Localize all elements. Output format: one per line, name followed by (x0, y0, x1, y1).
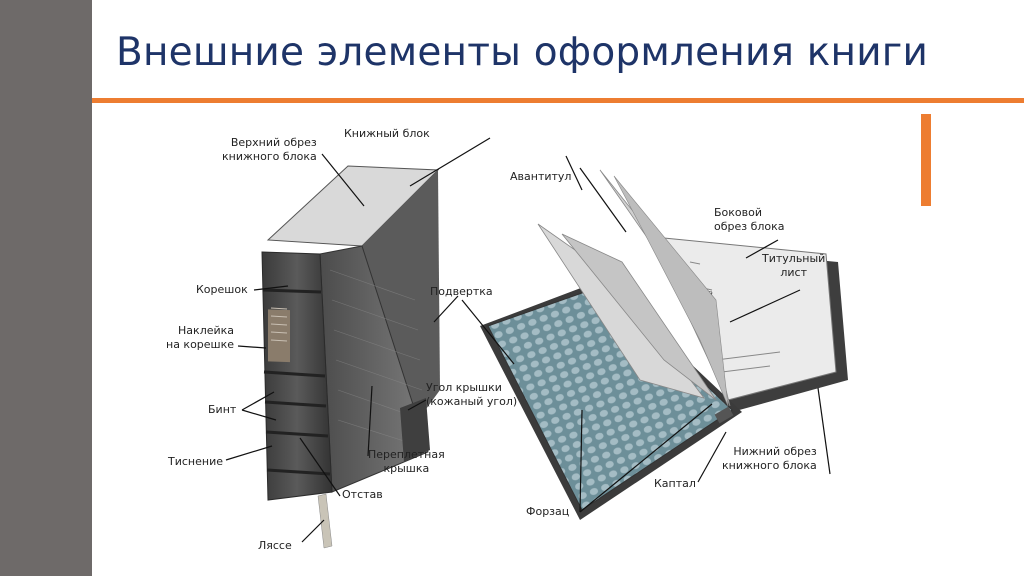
label-book-block: Книжный блок (344, 127, 430, 140)
standing-book-illustration (261, 165, 440, 549)
label-spine: Корешок (196, 283, 248, 296)
label-bottom-edge: Нижний обрез книжного блока (722, 445, 817, 472)
title-underline (92, 98, 1024, 103)
left-sidebar-band (0, 0, 92, 576)
label-turn-in: Подвертка (430, 285, 493, 298)
slide-title: Внешние элементы оформления книги (116, 30, 929, 75)
label-top-edge: Верхний обрез книжного блока (222, 136, 317, 163)
label-cover: Переплетная крышка (368, 448, 445, 475)
label-cover-corner: Угол крышки (кожаный угол) (426, 381, 518, 408)
label-title-page: Титульный лист (762, 252, 826, 279)
label-band: Бинт (208, 403, 237, 416)
label-headband: Каптал (654, 477, 696, 490)
label-embossing: Тиснение (168, 455, 223, 468)
label-half-title: Авантитул (510, 170, 572, 183)
label-hinge: Отстав (342, 488, 383, 501)
label-spine-label: Наклейка на корешке (166, 324, 235, 351)
label-fore-edge: Боковой обрез блока (714, 206, 785, 233)
leader-lines (225, 137, 831, 543)
open-book-illustration: наша (480, 169, 848, 520)
label-endpaper: Форзац (526, 505, 570, 518)
accent-bar (921, 114, 931, 206)
label-ribbon: Ляссе (258, 539, 292, 552)
